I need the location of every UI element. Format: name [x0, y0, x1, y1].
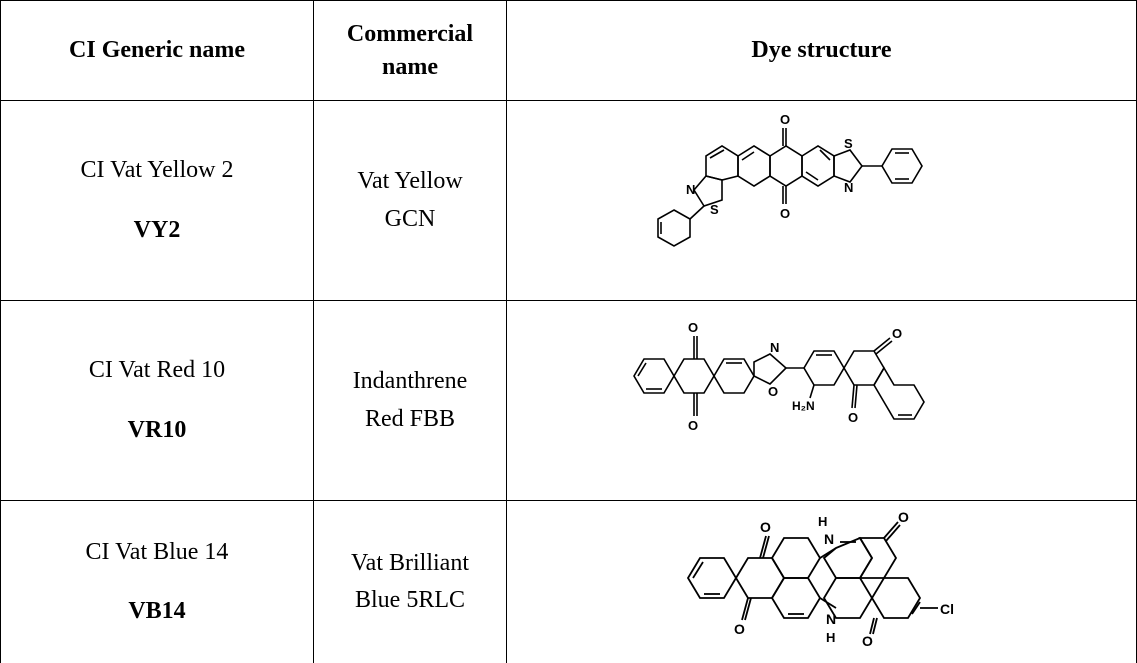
col-1-border: [313, 0, 314, 663]
atom-n: N: [770, 340, 779, 355]
atom-amine: H₂N: [792, 399, 815, 413]
atom-o-right: O: [892, 326, 902, 341]
dye-code: VB14: [128, 598, 186, 624]
atom-o-2: O: [734, 621, 745, 637]
row-1-bottom-border: [0, 300, 1137, 301]
atom-cl: Cl: [940, 601, 954, 617]
header-commercial-name: Commercial name: [314, 1, 506, 100]
atom-o-bottom: O: [780, 206, 790, 221]
structure-vr10: O O N O O O H₂N: [620, 312, 970, 442]
atom-o-top: O: [688, 320, 698, 335]
table-row-vb14-commercial: Vat Brilliant Blue 5RLC: [314, 501, 506, 663]
header-generic-name: CI Generic name: [1, 1, 313, 100]
atom-o-1: O: [760, 519, 771, 535]
atom-o-bottom: O: [688, 418, 698, 433]
atom-o-4: O: [862, 633, 873, 649]
generic-name: CI Vat Red 10: [88, 357, 226, 384]
row-2-bottom-border: [0, 500, 1137, 501]
table-row-vr10-generic: CI Vat Red 10 VR10: [1, 301, 313, 500]
col-0-border: [0, 0, 1, 663]
commercial-line2: Red FBB: [364, 405, 456, 432]
atom-n-bottom: N: [826, 611, 836, 627]
table-row-vy2-generic: CI Vat Yellow 2 VY2: [1, 101, 313, 300]
header-commercial-line2: name: [382, 53, 438, 80]
atom-n-top: N: [824, 531, 834, 547]
atom-o-lower: O: [848, 410, 858, 425]
commercial-line1: Vat Brilliant: [351, 549, 469, 576]
table-row-vb14-generic: CI Vat Blue 14 VB14: [1, 501, 313, 663]
commercial-line2: GCN: [384, 205, 436, 232]
structure-vb14: O O O O H N N H Cl: [676, 508, 976, 656]
table-top-border: [0, 0, 1137, 1]
header-commercial-line1: Commercial: [346, 21, 474, 48]
atom-o-3: O: [898, 509, 909, 525]
table-row-vr10-commercial: Indanthrene Red FBB: [314, 301, 506, 500]
atom-n-left: N: [686, 182, 695, 197]
commercial-line1: Indanthrene: [352, 368, 468, 395]
atom-n-right: N: [844, 180, 853, 195]
commercial-line2: Blue 5RLC: [354, 587, 465, 613]
atom-h-top: H: [818, 514, 827, 529]
dye-code: VY2: [133, 216, 181, 243]
header-generic-label: CI Generic name: [69, 37, 245, 64]
generic-name: CI Vat Yellow 2: [80, 157, 234, 184]
generic-name: CI Vat Blue 14: [85, 538, 229, 565]
atom-s-right: S: [844, 136, 853, 151]
atom-s-left: S: [710, 202, 719, 217]
table-row-vy2-commercial: Vat Yellow GCN: [314, 101, 506, 300]
atom-h-bottom: H: [826, 630, 835, 645]
header-dye-structure: Dye structure: [507, 1, 1136, 100]
atom-o-top: O: [780, 112, 790, 127]
col-2-border: [506, 0, 507, 663]
header-bottom-border: [0, 100, 1137, 101]
structure-vy2: O O S N N S: [630, 108, 970, 258]
header-structure-label: Dye structure: [751, 37, 892, 64]
atom-o-ring: O: [768, 384, 778, 399]
dye-code: VR10: [127, 416, 187, 443]
commercial-line1: Vat Yellow: [357, 168, 463, 195]
